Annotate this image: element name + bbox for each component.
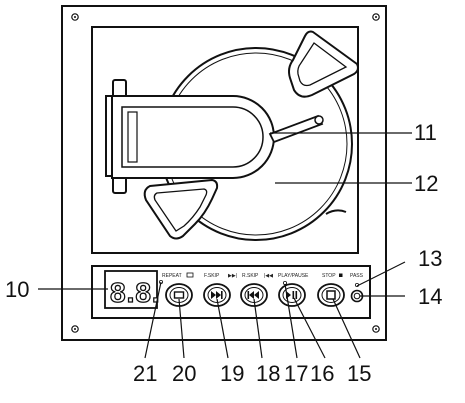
stop-icon: [326, 290, 336, 300]
play-pause-label: PLAY/PAUSE: [278, 273, 309, 279]
fskip-label-icon: ▶▶|: [228, 273, 237, 279]
repeat-label: REPEAT: [162, 273, 182, 279]
callout-19: 19: [220, 361, 244, 386]
stop-button[interactable]: [317, 283, 345, 307]
screw-bottom-right: [372, 325, 380, 333]
leader-lines: [38, 132, 412, 359]
fskip-label: F.SKIP: [204, 273, 220, 279]
callout-20: 20: [172, 361, 196, 386]
callout-16: 16: [310, 361, 334, 386]
fskip-button[interactable]: [203, 283, 231, 307]
leader-21: [144, 281, 162, 359]
rskip-label: R.SKIP: [242, 273, 259, 279]
next-track-icon: [211, 291, 223, 299]
leader-13: [356, 261, 406, 287]
leader-18: [253, 298, 263, 359]
callout-21: 21: [133, 361, 157, 386]
play-pause-button[interactable]: [278, 283, 306, 307]
callout-18: 18: [256, 361, 280, 386]
led-display: 8.8.: [104, 270, 161, 309]
callout-13: 13: [418, 246, 442, 271]
callout-11: 11: [414, 120, 437, 145]
leader-19: [216, 298, 229, 359]
screw-bottom-left: [71, 325, 79, 333]
callout-14: 14: [418, 284, 442, 309]
callout-12: 12: [414, 171, 438, 196]
grip-bottom-left: [143, 178, 219, 240]
repeat-icon: [173, 291, 185, 299]
stop-label: STOP: [322, 273, 336, 279]
repeat-label-marker: [186, 272, 194, 278]
leader-17: [284, 283, 298, 359]
previous-track-icon: [247, 291, 259, 299]
screw-top-left: [71, 13, 79, 21]
disc-lid-hinge: [105, 79, 275, 194]
rskip-label-icon: |◀◀: [264, 273, 273, 279]
display-digits: 8.8.: [110, 277, 161, 308]
grip-top-right: [288, 30, 359, 98]
stop-label-marker: [339, 273, 343, 277]
callout-17: 17: [284, 361, 308, 386]
pickup-arm: [268, 114, 324, 144]
screw-top-right: [372, 13, 380, 21]
leader-15: [332, 298, 361, 359]
leader-16: [293, 297, 326, 359]
callout-10: 10: [5, 277, 29, 302]
rskip-button[interactable]: [240, 283, 268, 307]
leader-20: [178, 298, 185, 359]
callout-15: 15: [347, 361, 371, 386]
pass-label: PASS: [350, 273, 364, 279]
disc-notch: [325, 209, 347, 215]
